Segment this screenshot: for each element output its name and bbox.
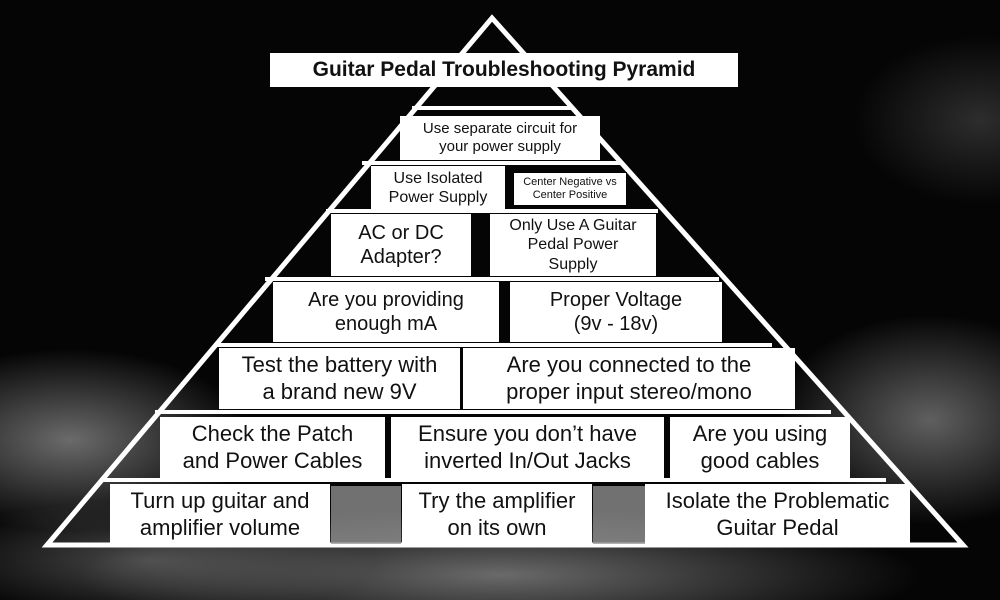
diagram-title: Guitar Pedal Troubleshooting Pyramid <box>270 53 738 87</box>
tier6-inverted-jacks: Ensure you don’t have inverted In/Out Ja… <box>391 417 664 478</box>
tier4-enough-ma: Are you providing enough mA <box>273 282 499 342</box>
tier3-ac-dc-adapter: AC or DC Adapter? <box>331 214 471 276</box>
smoke-gap-right <box>593 486 645 544</box>
tier4-proper-voltage: Proper Voltage (9v - 18v) <box>510 282 722 342</box>
pyramid-triangle <box>41 14 969 548</box>
tier5-test-battery: Test the battery with a brand new 9V <box>219 348 460 409</box>
smoke-gap-left <box>331 486 401 544</box>
tier1-separate-circuit: Use separate circuit for your power supp… <box>400 116 600 160</box>
tier5-proper-input: Are you connected to the proper input st… <box>463 348 795 409</box>
tier7-isolate-pedal: Isolate the Problematic Guitar Pedal <box>645 484 910 545</box>
tier2-center-negative-positive: Center Negative vs Center Positive <box>513 172 627 206</box>
tier6-good-cables: Are you using good cables <box>670 417 850 478</box>
tier2-isolated-power-supply: Use Isolated Power Supply <box>371 166 505 210</box>
tier3-guitar-pedal-power-supply: Only Use A Guitar Pedal Power Supply <box>490 214 656 276</box>
tier6-patch-power-cables: Check the Patch and Power Cables <box>160 417 385 478</box>
tier7-try-amplifier: Try the amplifier on its own <box>402 484 592 545</box>
tier7-turn-up-volume: Turn up guitar and amplifier volume <box>110 484 330 545</box>
